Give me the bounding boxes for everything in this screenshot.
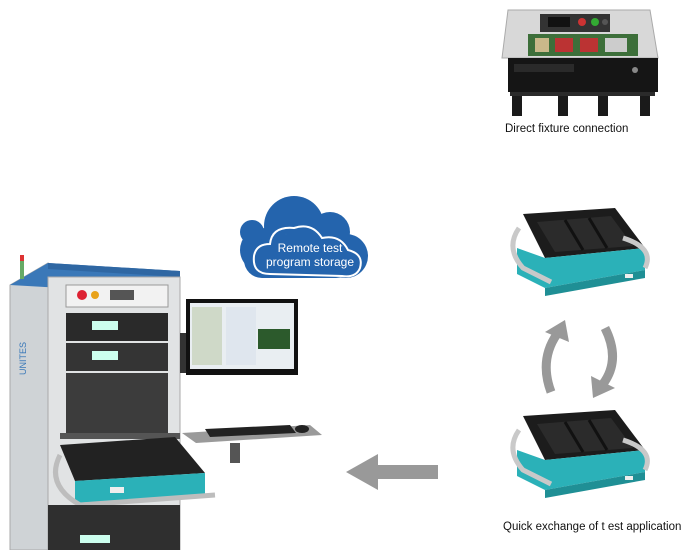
direct-fixture-image: [501, 9, 659, 116]
cloud-text-line1: Remote test: [278, 241, 343, 255]
cycle-arrows-icon: [541, 320, 617, 398]
direct-fixture-caption: Direct fixture connection: [505, 123, 629, 135]
quick-exchange-caption: Quick exchange of t est application: [503, 521, 682, 533]
tester-brand-label: UNITES: [18, 342, 28, 375]
left-arrow-icon: [346, 454, 438, 490]
fixture-image-bottom: [510, 410, 650, 498]
fixture-image-top: [510, 208, 650, 296]
cloud-text-line2: program storage: [266, 255, 354, 269]
cloud-icon: Remote test program storage: [240, 196, 368, 278]
tester-image: UNITES: [9, 255, 322, 550]
